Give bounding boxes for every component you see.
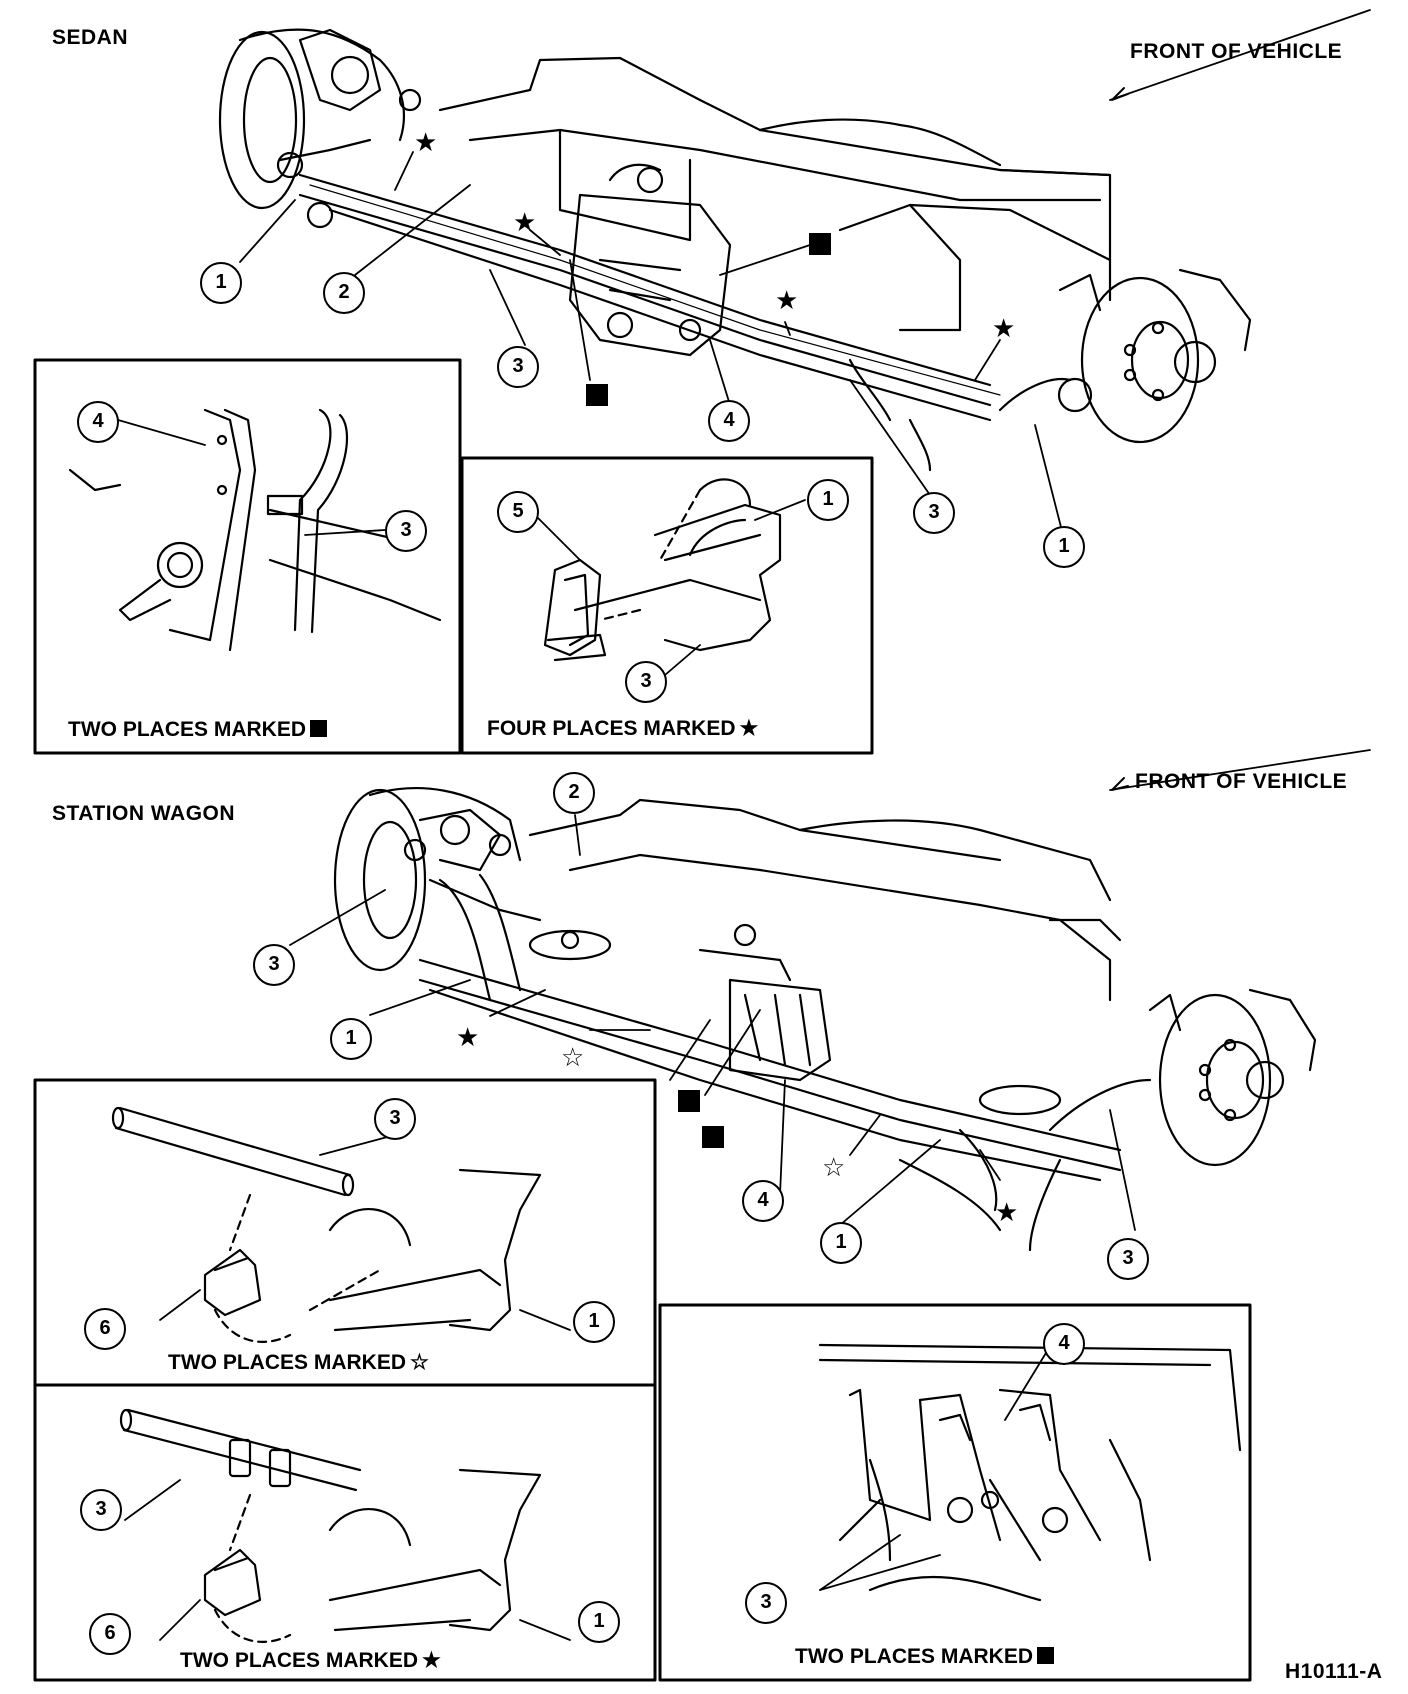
solid-square-marker: [809, 233, 831, 255]
callout-3: 3: [913, 492, 955, 534]
solid-star-marker: ★: [775, 286, 799, 316]
front-of-vehicle-label-wagon: FRONT OF VEHICLE: [1135, 770, 1348, 793]
callout-5: 5: [497, 491, 539, 533]
callout-1: 1: [200, 262, 242, 304]
callout-1: 1: [330, 1018, 372, 1060]
callout-4: 4: [708, 400, 750, 442]
solid-square-marker: [678, 1090, 700, 1112]
solid-star-marker: ★: [513, 208, 537, 238]
callout-3: 3: [497, 346, 539, 388]
station-wagon-heading: STATION WAGON: [52, 802, 236, 825]
callout-3: 3: [625, 661, 667, 703]
callout-1: 1: [573, 1301, 615, 1343]
solid-square-icon: [310, 720, 327, 737]
sedan-right-inset-caption: FOUR PLACES MARKED★: [487, 716, 758, 741]
wagon-axle-drawing: [333, 787, 1317, 1252]
caption-text: TWO PLACES MARKED: [180, 1649, 418, 1672]
solid-star-marker: ★: [995, 1198, 1019, 1228]
wagon-inset-square-drawing: [818, 1343, 1242, 1602]
hollow-star-icon: ☆: [410, 1351, 429, 1374]
solid-square-marker: [702, 1126, 724, 1148]
figure-id: H10111-A: [1285, 1660, 1383, 1683]
callout-1: 1: [807, 479, 849, 521]
sedan-axle-drawing: [218, 28, 1252, 472]
wagon-hollow-star-inset-caption: TWO PLACES MARKED☆: [168, 1350, 429, 1375]
callout-3: 3: [745, 1582, 787, 1624]
caption-text: TWO PLACES MARKED: [68, 718, 306, 741]
wagon-inset-solid-star-drawing: [119, 1408, 542, 1643]
solid-star-icon: ★: [422, 1649, 441, 1672]
callout-3: 3: [1107, 1238, 1149, 1280]
callout-3: 3: [80, 1489, 122, 1531]
solid-star-marker: ★: [456, 1023, 480, 1053]
hollow-star-marker: ☆: [561, 1043, 585, 1073]
callout-2: 2: [553, 772, 595, 814]
callout-4: 4: [742, 1180, 784, 1222]
solid-star-marker: ★: [414, 128, 438, 158]
hollow-star-marker: ☆: [822, 1153, 846, 1183]
callout-3: 3: [385, 510, 427, 552]
wagon-solid-star-inset-caption: TWO PLACES MARKED★: [180, 1648, 441, 1673]
callout-3: 3: [253, 944, 295, 986]
solid-square-icon: [1037, 1647, 1054, 1664]
solid-star-icon: ★: [739, 717, 759, 740]
callout-6: 6: [89, 1613, 131, 1655]
sedan-heading: SEDAN: [52, 26, 129, 49]
sedan-inset-bracket-drawing: [68, 408, 442, 652]
callout-1: 1: [1043, 526, 1085, 568]
callout-4: 4: [1043, 1323, 1085, 1365]
solid-star-marker: ★: [992, 314, 1016, 344]
front-of-vehicle-label-sedan: FRONT OF VEHICLE: [1130, 40, 1343, 63]
leader-lines: [117, 9, 1371, 1641]
solid-square-marker: [586, 384, 608, 406]
caption-text: TWO PLACES MARKED: [795, 1645, 1033, 1668]
callout-1: 1: [820, 1222, 862, 1264]
callout-1: 1: [578, 1601, 620, 1643]
caption-text: FOUR PLACES MARKED: [487, 717, 736, 740]
caption-text: TWO PLACES MARKED: [168, 1351, 406, 1374]
wagon-inset-hollow-star-drawing: [111, 1106, 542, 1343]
sedan-inset-clip-drawing: [543, 478, 782, 662]
wagon-square-inset-caption: TWO PLACES MARKED: [795, 1645, 1054, 1669]
callout-2: 2: [323, 272, 365, 314]
callout-6: 6: [84, 1308, 126, 1350]
callout-3: 3: [374, 1098, 416, 1140]
sedan-left-inset-caption: TWO PLACES MARKED: [68, 718, 327, 742]
callout-4: 4: [77, 401, 119, 443]
